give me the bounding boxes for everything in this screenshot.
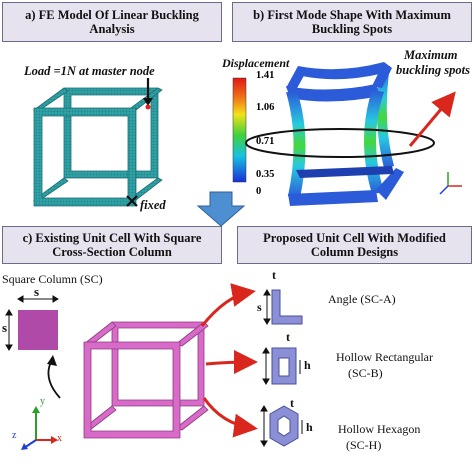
hollow-hex-dim-arrows — [260, 405, 303, 447]
master-node-marker — [145, 104, 151, 110]
axis-label-y: y — [40, 396, 45, 407]
flow-arrow-down — [196, 191, 246, 227]
angle-profile — [271, 289, 303, 325]
hollow-rect-dim-arrows — [262, 347, 301, 385]
colorbar-tick-3: 0.71 — [256, 136, 275, 147]
hollow-hex-label-line2: (SC-H) — [346, 438, 382, 452]
square-dim-top: s — [34, 284, 40, 299]
colorbar-tick-4: 0.35 — [256, 169, 275, 180]
hollow-hex-profile — [269, 405, 299, 447]
axis-triad-small — [439, 172, 462, 195]
panel-a-title: a) FE Model Of Linear Buckling Analysis — [2, 2, 222, 42]
panel-d-title-line1: Proposed Unit Cell With Modified — [263, 231, 446, 245]
square-dim-side: s — [2, 320, 8, 335]
displacement-colorbar — [232, 77, 247, 183]
square-dim-arrows — [5, 295, 59, 351]
arrow-to-angle — [200, 283, 256, 327]
panel-a-title-line1: a) FE Model Of Linear Buckling — [25, 8, 199, 22]
axis-label-z: z — [12, 430, 17, 441]
curved-arrow — [47, 359, 61, 399]
panel-d-title: Proposed Unit Cell With Modified Column … — [237, 226, 472, 264]
hollow-hex-dim-t: t — [290, 396, 294, 410]
colorbar-tick-2: 1.06 — [256, 102, 275, 113]
fe-mesh-cube — [32, 87, 163, 207]
panel-b-title: b) First Mode Shape With Maximum Bucklin… — [232, 2, 472, 42]
panel-c-title: c) Existing Unit Cell With Square Cross-… — [2, 226, 222, 264]
panel-b-title-line2: Buckling Spots — [311, 22, 393, 36]
buckling-pointer-arrow — [408, 91, 456, 147]
colorbar-tick-1: 1.41 — [256, 70, 275, 81]
pink-unit-cell — [83, 321, 209, 439]
hollow-rect-profile — [271, 347, 297, 385]
arrow-to-hollow-hex — [202, 397, 258, 438]
fixed-marker — [126, 195, 138, 207]
max-buckling-line2: buckling spots — [396, 63, 470, 77]
load-label: Load =1N at master node — [24, 64, 155, 78]
fixed-label: fixed — [140, 198, 166, 212]
axis-label-x: x — [57, 433, 62, 444]
hollow-hex-dim-h: h — [306, 420, 313, 434]
max-buckling-line1: Maximum — [404, 48, 458, 62]
hollow-hex-label-line1: Hollow Hexagon — [338, 422, 421, 436]
deformed-cube — [286, 62, 404, 206]
square-section — [18, 310, 58, 350]
arrow-to-hollow-rect — [205, 350, 258, 375]
hollow-rect-label-line2: (SC-B) — [348, 366, 383, 380]
angle-dim-t: t — [272, 268, 276, 282]
colorbar-tick-5: 0 — [256, 186, 262, 197]
panel-c-title-line1: c) Existing Unit Cell With Square — [22, 231, 202, 245]
angle-dim-s: s — [257, 300, 262, 314]
panel-d-title-line2: Column Designs — [310, 245, 399, 259]
panel-a-title-line2: Analysis — [89, 22, 135, 36]
axis-triad — [21, 406, 58, 450]
panel-b-title-line1: b) First Mode Shape With Maximum — [253, 8, 451, 22]
displacement-title: Displacement — [222, 56, 290, 70]
angle-dim-arrows — [263, 289, 271, 325]
panel-c-title-line2: Cross-Section Column — [52, 245, 172, 259]
hollow-rect-label-line1: Hollow Rectangular — [336, 350, 433, 364]
hollow-rect-dim-h: h — [304, 358, 311, 372]
buckling-ellipse — [245, 128, 435, 158]
hollow-rect-dim-t: t — [286, 330, 290, 344]
angle-label: Angle (SC-A) — [328, 292, 396, 306]
square-column-label: Square Column (SC) — [2, 272, 103, 286]
